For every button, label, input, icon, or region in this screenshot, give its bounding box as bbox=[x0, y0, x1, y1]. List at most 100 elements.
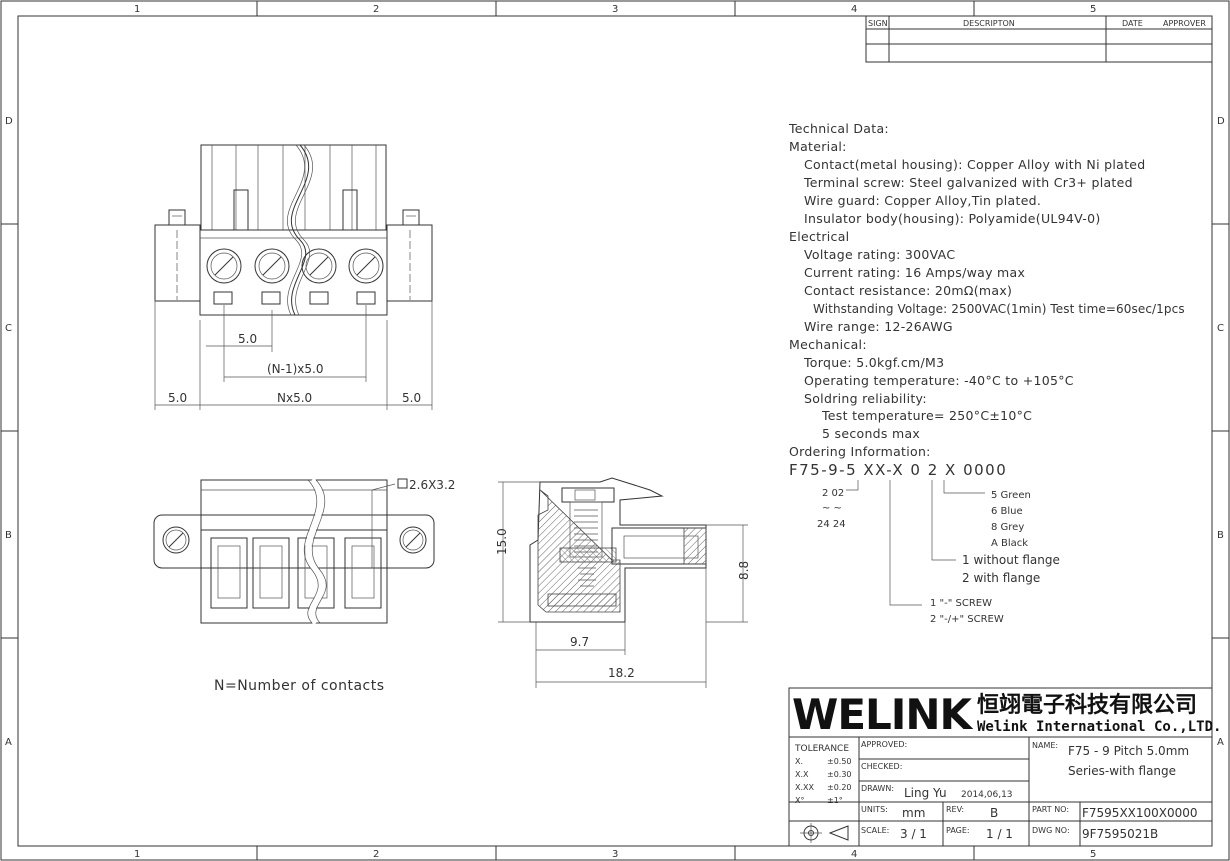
dim-width: Nx5.0 bbox=[277, 391, 312, 405]
tol-key: X.X bbox=[795, 770, 809, 779]
units-value: mm bbox=[902, 806, 925, 820]
top-view-drawing bbox=[154, 144, 433, 410]
dim-left: 5.0 bbox=[168, 391, 187, 405]
tech-line: Wire range: 12-26AWG bbox=[804, 319, 953, 334]
tech-line: Electrical bbox=[789, 229, 849, 244]
poles-line: 24 24 bbox=[817, 519, 846, 530]
dwg-label: DWG NO: bbox=[1032, 826, 1070, 835]
col-label: 2 bbox=[373, 849, 379, 860]
side-view-drawing bbox=[498, 477, 748, 688]
page-value: 1 / 1 bbox=[986, 827, 1013, 841]
tech-line: Insulator body(housing): Polyamide(UL94V… bbox=[804, 211, 1101, 226]
poles-line: ~ ~ bbox=[822, 503, 842, 514]
col-label: 5 bbox=[1090, 4, 1096, 15]
tech-line: Current rating: 16 Amps/way max bbox=[804, 265, 1025, 280]
scale-value: 3 / 1 bbox=[900, 827, 927, 841]
tol-value: ±0.20 bbox=[827, 783, 852, 792]
color-option: 5 Green bbox=[991, 490, 1031, 501]
scale-label: SCALE: bbox=[861, 826, 889, 835]
tech-line: Operating temperature: -40°C to +105°C bbox=[804, 373, 1074, 388]
row-label: B bbox=[1217, 530, 1224, 541]
row-label: D bbox=[5, 116, 13, 127]
ordering-info: F75-9-5 XX-X 0 2 X 0000 2 02 ~ ~ 24 24 5… bbox=[789, 461, 1060, 625]
drawing-number: 9F7595021B bbox=[1082, 827, 1158, 841]
col-label: 4 bbox=[851, 4, 857, 15]
tol-key: X° bbox=[795, 796, 804, 805]
part-number: F7595XX100X0000 bbox=[1082, 806, 1198, 820]
rev-header-date: DATE bbox=[1122, 19, 1143, 28]
color-option: A Black bbox=[991, 538, 1028, 549]
dim-pitch-total: (N-1)x5.0 bbox=[267, 362, 324, 376]
dim-pitch: 5.0 bbox=[238, 332, 257, 346]
tech-line: Ordering Information: bbox=[789, 444, 931, 459]
dim-height: 15.0 bbox=[495, 528, 509, 555]
screw-option: 1 "-" SCREW bbox=[930, 598, 992, 609]
rev-header-sign: SIGN bbox=[868, 19, 888, 28]
col-label: 1 bbox=[134, 849, 140, 860]
tech-line: Test temperature= 250°C±10°C bbox=[821, 408, 1032, 423]
rev-label: REV: bbox=[946, 805, 964, 814]
rev-header-description: DESCRIPTON bbox=[963, 19, 1015, 28]
approved-label: APPROVED: bbox=[861, 740, 907, 749]
page-label: PAGE: bbox=[946, 826, 970, 835]
part-name-line2: Series-with flange bbox=[1068, 764, 1176, 778]
tech-line: Withstanding Voltage: 2500VAC(1min) Test… bbox=[813, 302, 1185, 316]
drawn-by: Ling Yu bbox=[904, 786, 947, 800]
color-option: 8 Grey bbox=[991, 522, 1024, 533]
dim-hole: 2.6X3.2 bbox=[409, 478, 455, 492]
company-name-en: Welink International Co.,LTD. bbox=[977, 719, 1221, 735]
col-label: 1 bbox=[134, 4, 140, 15]
rev-value: B bbox=[990, 806, 998, 820]
tech-line: Terminal screw: Steel galvanized with Cr… bbox=[803, 175, 1133, 190]
tech-line: Mechanical: bbox=[789, 337, 867, 352]
side-view-dimensions: 15.0 8.8 9.7 18.2 bbox=[495, 528, 751, 680]
row-label: D bbox=[1217, 116, 1225, 127]
row-label: A bbox=[5, 737, 12, 748]
dim-right: 5.0 bbox=[402, 391, 421, 405]
revision-table: SIGN DESCRIPTON DATE APPROVER bbox=[865, 15, 1213, 63]
col-label: 2 bbox=[373, 4, 379, 15]
grid-labels: 1 2 3 4 5 1 2 3 4 5 D C B A D C B A bbox=[5, 4, 1225, 860]
name-label: NAME: bbox=[1032, 741, 1058, 750]
poles-line: 2 02 bbox=[822, 488, 844, 499]
tol-key: X. bbox=[795, 757, 803, 766]
tolerance-label: TOLERANCE bbox=[794, 744, 849, 754]
tech-line: Material: bbox=[789, 139, 847, 154]
note-n-contacts: N=Number of contacts bbox=[214, 678, 385, 694]
tol-key: X.XX bbox=[795, 783, 815, 792]
company-logo: WELINK bbox=[792, 690, 974, 739]
tech-line: Contact(metal housing): Copper Alloy wit… bbox=[804, 157, 1146, 172]
units-label: UNITS: bbox=[861, 805, 888, 814]
title-block bbox=[788, 687, 1213, 847]
tol-value: ±1° bbox=[827, 796, 843, 805]
technical-data: Technical Data: Material: Contact(metal … bbox=[788, 121, 1185, 459]
screw-option: 2 "-/+" SCREW bbox=[930, 614, 1004, 625]
checked-label: CHECKED: bbox=[861, 762, 902, 771]
color-option: 6 Blue bbox=[991, 506, 1023, 517]
tech-line: Wire guard: Copper Alloy,Tin plated. bbox=[804, 193, 1041, 208]
tech-line: Torque: 5.0kgf.cm/M3 bbox=[803, 355, 944, 370]
drawn-label: DRAWN: bbox=[861, 784, 894, 793]
company-name-cn: 恒翊電子科技有限公司 bbox=[977, 692, 1197, 718]
row-label: B bbox=[5, 530, 12, 541]
tech-line: Voltage rating: 300VAC bbox=[804, 247, 955, 262]
flange-option: 1 without flange bbox=[962, 553, 1060, 567]
ordering-code: F75-9-5 XX-X 0 2 X 0000 bbox=[789, 461, 1007, 479]
tol-value: ±0.50 bbox=[827, 757, 852, 766]
part-label: PART NO: bbox=[1032, 805, 1069, 814]
tech-line: Soldring reliability: bbox=[804, 391, 927, 406]
drawn-date: 2014,06,13 bbox=[961, 790, 1013, 800]
dim-depth: 18.2 bbox=[608, 666, 635, 680]
front-view-drawing bbox=[153, 477, 435, 625]
tol-value: ±0.30 bbox=[827, 770, 852, 779]
tech-line: 5 seconds max bbox=[822, 426, 920, 441]
col-label: 5 bbox=[1090, 849, 1096, 860]
row-label: C bbox=[5, 323, 12, 334]
top-view-dimensions: 5.0 (N-1)x5.0 5.0 Nx5.0 5.0 bbox=[168, 332, 421, 405]
col-label: 4 bbox=[851, 849, 857, 860]
part-name-line1: F75 - 9 Pitch 5.0mm bbox=[1068, 744, 1189, 758]
dim-depth-small: 9.7 bbox=[570, 635, 589, 649]
flange-option: 2 with flange bbox=[962, 571, 1040, 585]
dim-height-small: 8.8 bbox=[737, 561, 751, 580]
